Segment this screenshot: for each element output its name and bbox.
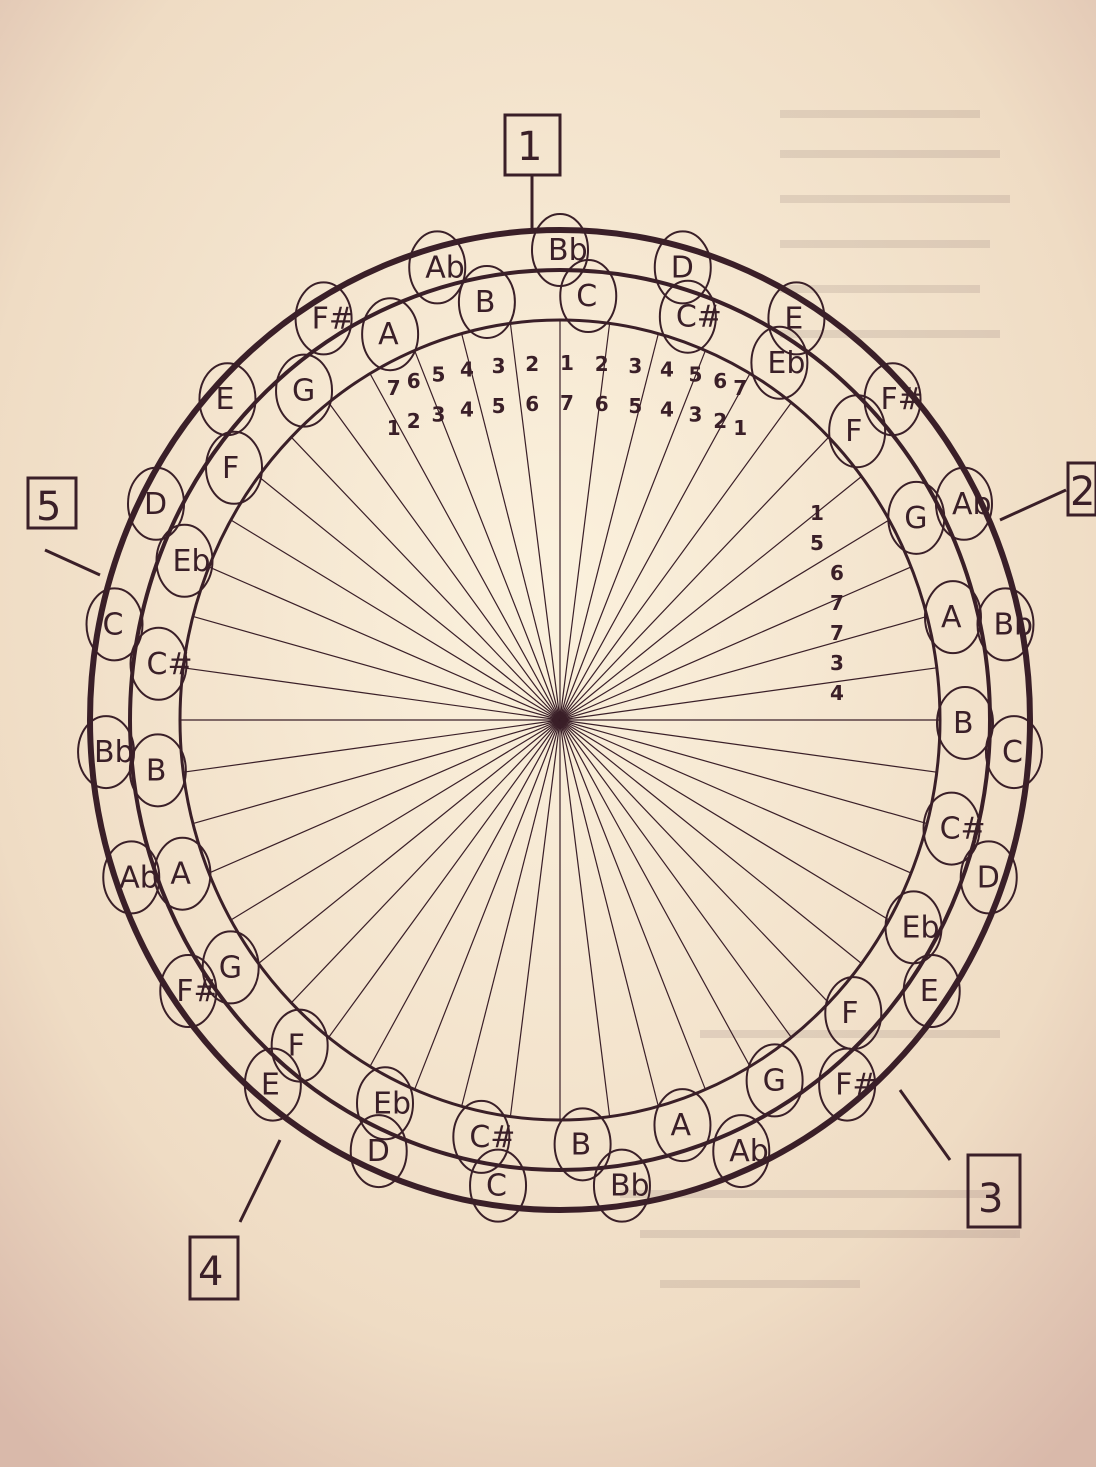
scale-number: 2	[525, 352, 539, 376]
note-label: C	[1002, 735, 1023, 770]
spoke-lines	[180, 320, 940, 1120]
note-label: G	[763, 1063, 786, 1098]
note-label: Bb	[94, 735, 134, 770]
note-label: C	[103, 607, 124, 642]
svg-text:2: 2	[1070, 469, 1095, 515]
note-label: F#	[835, 1068, 877, 1103]
note-label: F	[288, 1029, 305, 1064]
note-label: Eb	[767, 346, 805, 381]
note-label: G	[904, 501, 927, 536]
note-label: A	[670, 1108, 691, 1143]
note-label: A	[170, 857, 191, 892]
scale-number: 4	[460, 358, 474, 382]
note-label: B	[475, 285, 496, 320]
scale-number: 4	[460, 398, 474, 422]
scale-number: 2	[595, 352, 609, 376]
scale-number: 7	[560, 391, 574, 415]
scale-number: 6	[595, 392, 609, 416]
note-label: F#	[176, 974, 218, 1009]
note-label: Ab	[729, 1134, 769, 1169]
note-label: C#	[147, 647, 193, 682]
right-number: 3	[830, 651, 844, 675]
scale-number: 2	[713, 409, 727, 433]
note-label: F	[845, 414, 862, 449]
note-label: F#	[312, 301, 354, 336]
svg-text:1: 1	[517, 124, 542, 170]
right-number: 1	[810, 501, 824, 525]
note-label: A	[378, 317, 399, 352]
note-label: C#	[676, 300, 722, 335]
note-label: Eb	[373, 1086, 411, 1121]
scale-number: 3	[431, 403, 445, 427]
note-label: Bb	[548, 233, 588, 268]
note-label: Bb	[993, 607, 1033, 642]
right-number: 7	[830, 621, 844, 645]
note-label: Eb	[172, 544, 210, 579]
right-number: 5	[810, 531, 824, 555]
note-label: C	[486, 1169, 507, 1204]
note-label: Ab	[425, 250, 465, 285]
scale-number: 7	[387, 376, 401, 400]
note-label: C	[576, 279, 597, 314]
note-label: E	[261, 1068, 280, 1103]
right-number: 6	[830, 561, 844, 585]
right-number: 7	[830, 591, 844, 615]
note-label: F	[222, 451, 239, 486]
scale-number: 6	[525, 392, 539, 416]
note-label: B	[571, 1127, 592, 1162]
note-label: D	[144, 487, 167, 522]
scale-number: 3	[689, 403, 703, 427]
scale-number: 3	[628, 354, 642, 378]
right-number: 4	[830, 681, 844, 705]
note-label: B	[146, 753, 167, 788]
note-label: Bb	[610, 1169, 650, 1204]
scale-number: 1	[560, 351, 574, 375]
scale-number: 1	[387, 416, 401, 440]
note-label: D	[977, 860, 1000, 895]
note-label: G	[292, 374, 315, 409]
note-label: E	[215, 382, 234, 417]
note-label: F	[841, 996, 858, 1031]
scale-number: 5	[628, 394, 642, 418]
scale-number: 5	[431, 363, 445, 387]
svg-text:5: 5	[36, 484, 61, 530]
scale-number: 5	[492, 394, 506, 418]
scale-number: 4	[660, 398, 674, 422]
note-label: F#	[881, 382, 923, 417]
note-label: C#	[940, 812, 986, 847]
scale-number: 4	[660, 358, 674, 382]
scale-number: 1	[733, 416, 747, 440]
svg-text:3: 3	[978, 1176, 1003, 1222]
note-label: G	[219, 950, 242, 985]
note-label: C#	[469, 1120, 515, 1155]
note-label: E	[920, 974, 939, 1009]
svg-text:4: 4	[198, 1249, 223, 1295]
scale-number: 7	[733, 376, 747, 400]
scale-number: 2	[407, 409, 421, 433]
note-label: Ab	[119, 860, 159, 895]
scale-number: 6	[407, 369, 421, 393]
scale-number: 3	[492, 354, 506, 378]
note-label: A	[941, 600, 962, 635]
scale-number: 5	[689, 363, 703, 387]
note-label: B	[953, 706, 974, 741]
note-label: Eb	[902, 910, 940, 945]
note-label: Ab	[952, 487, 992, 522]
scale-number: 6	[713, 369, 727, 393]
